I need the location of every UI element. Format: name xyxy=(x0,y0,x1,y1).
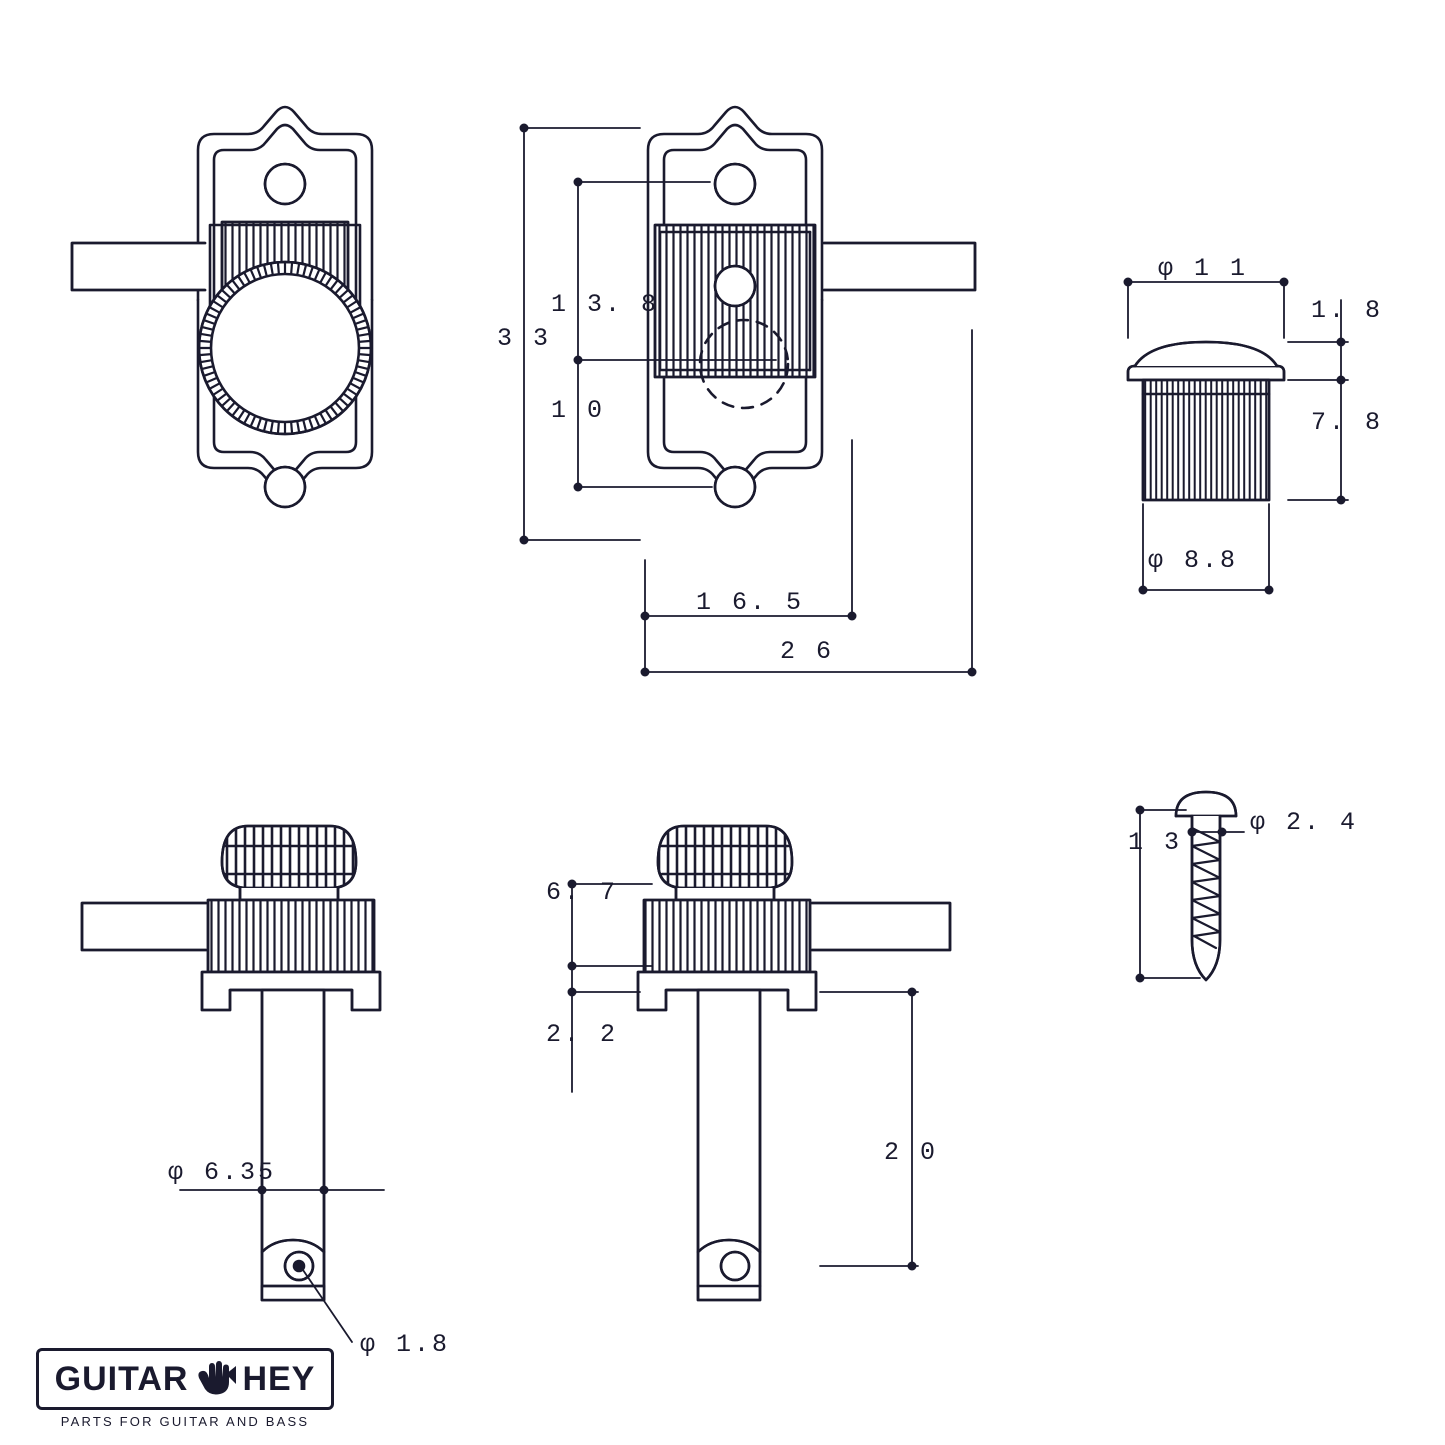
dim-dots-view2 xyxy=(519,123,977,677)
dim-plate-width-inner: 1 6. 5 xyxy=(696,588,805,617)
dim-lines-view4 xyxy=(179,1189,385,1343)
dim-bushing-body-diameter: φ 8.8 xyxy=(1148,546,1239,575)
view-bushing-section xyxy=(1126,340,1286,502)
logo-word-hey: HEY xyxy=(242,1359,316,1398)
brand-logo: GUITAR HEY xyxy=(36,1348,334,1410)
dim-dots-view3 xyxy=(1123,277,1346,595)
dim-lines-view5 xyxy=(571,883,919,1267)
logo-tagline: PARTS FOR GUITAR AND BASS xyxy=(60,1414,310,1429)
dim-dots-view5 xyxy=(567,879,917,1271)
view-side-middle xyxy=(636,824,952,1302)
logo-word-guitar: GUITAR xyxy=(54,1359,189,1398)
hand-pick-icon xyxy=(192,1358,238,1398)
dim-string-hole-diameter: φ 1.8 xyxy=(360,1330,451,1359)
dim-plate-width-outer: 2 6 xyxy=(780,637,835,666)
dim-dots-view6 xyxy=(1135,805,1227,983)
dim-lines-view2 xyxy=(523,127,973,673)
view-front-dimensioned xyxy=(646,105,977,509)
view-front-knurled xyxy=(70,105,374,509)
dim-post-diameter: φ 6.35 xyxy=(168,1158,277,1187)
dim-screw-diameter: φ 2. 4 xyxy=(1250,808,1359,837)
dim-bushing-flange-diameter: φ 1 1 xyxy=(1158,254,1249,283)
view-screw xyxy=(1174,790,1238,982)
dim-dots-view4 xyxy=(257,1185,329,1195)
view-side-left xyxy=(80,824,382,1302)
